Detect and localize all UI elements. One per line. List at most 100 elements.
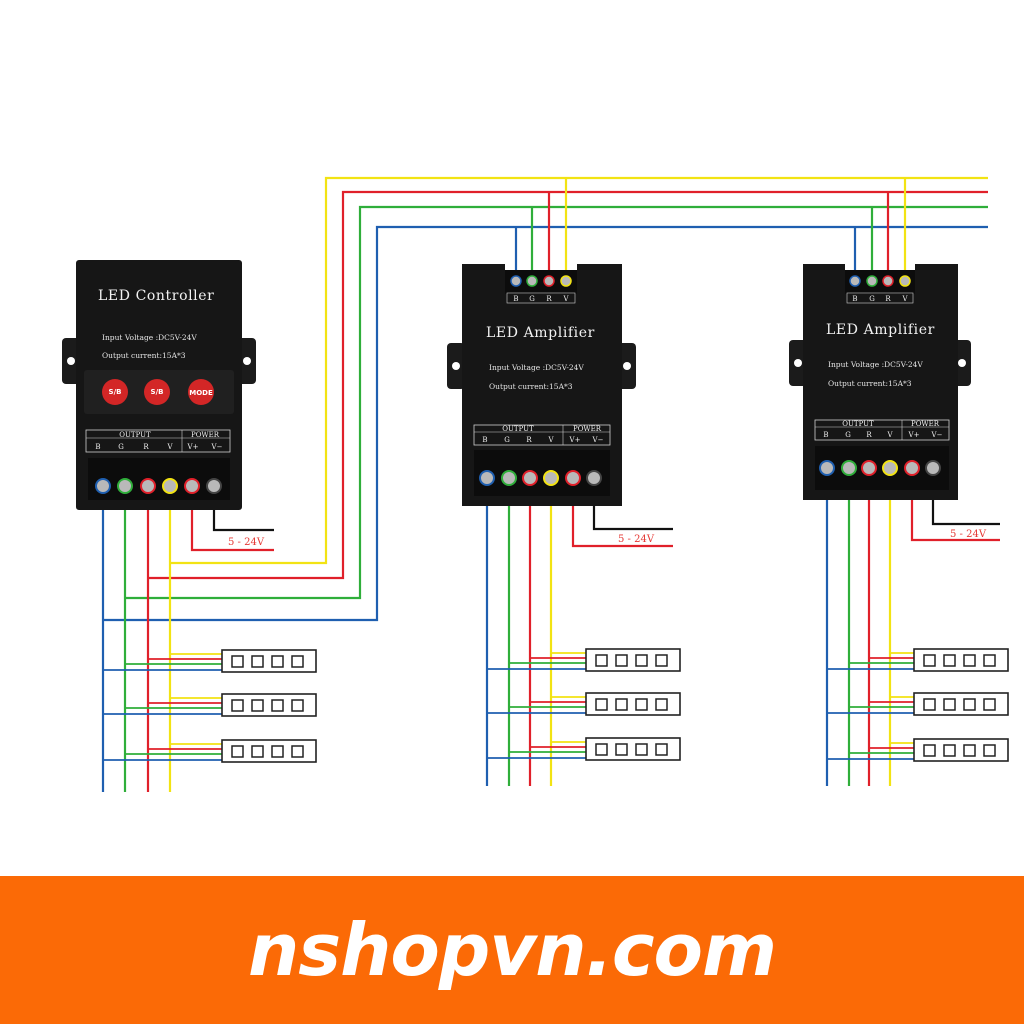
led-chip <box>923 698 936 711</box>
screw-terminal <box>162 478 178 494</box>
led-chip <box>655 654 668 667</box>
screw-terminal <box>117 478 133 494</box>
terminal-label-vplus: V+ <box>187 443 199 451</box>
led-controller: LED Controller Input Voltage :DC5V-24V O… <box>62 260 265 548</box>
led-chip <box>635 654 648 667</box>
led-chip <box>231 655 244 668</box>
screw-terminal <box>560 275 572 287</box>
led-chip <box>271 655 284 668</box>
screw-terminal <box>140 478 156 494</box>
sb-minus-button[interactable] <box>102 379 128 405</box>
terminal-label-b: B <box>95 443 100 451</box>
led-chip <box>943 744 956 757</box>
input-label-b: B <box>513 295 518 303</box>
input-voltage-label: Input Voltage :DC5V-24V <box>102 333 197 342</box>
terminal-label-vminus: V− <box>931 431 943 439</box>
led-chip <box>635 698 648 711</box>
terminal-label-r: R <box>866 431 872 439</box>
input-label-b: B <box>852 295 857 303</box>
output-header: OUTPUT <box>842 420 874 428</box>
sb-minus-button-label: S/B <box>109 388 122 396</box>
power-wire-vplus <box>190 494 274 552</box>
led-strip <box>221 693 317 717</box>
screw-terminal <box>849 275 861 287</box>
led-amplifier-2: B G R V LED Amplifier Input Voltage :DC5… <box>789 264 987 540</box>
led-chip <box>943 654 956 667</box>
led-chip <box>923 744 936 757</box>
input-label-g: G <box>869 295 875 303</box>
led-chip <box>291 699 304 712</box>
screw-terminal <box>522 470 538 486</box>
terminal-label-g: G <box>118 443 124 451</box>
led-chip <box>595 654 608 667</box>
input-label-box <box>506 292 576 304</box>
led-amplifier-1: B G R V LED Amplifier Input Voltage :DC5… <box>447 264 655 545</box>
input-label-r: R <box>885 295 891 303</box>
mount-hole <box>67 357 75 365</box>
screw-terminal <box>184 478 200 494</box>
output-header: OUTPUT <box>119 431 151 439</box>
device-title: LED Amplifier <box>826 322 935 338</box>
terminal-label-r: R <box>143 443 149 451</box>
input-label-r: R <box>546 295 552 303</box>
wires-layer <box>101 176 1000 792</box>
led-chip <box>615 743 628 756</box>
bus-wire-yellow <box>170 176 988 565</box>
screw-terminal <box>861 460 877 476</box>
amplifier-body <box>803 264 958 500</box>
screw-terminal <box>526 275 538 287</box>
brand-banner: nshopvn.com <box>0 876 1024 1024</box>
bus-wire-green <box>125 205 988 600</box>
input-label-box <box>846 292 914 304</box>
mode-button-label: MODE <box>189 389 213 397</box>
screw-terminal <box>819 460 835 476</box>
led-strip <box>221 739 317 763</box>
sb-plus-button[interactable] <box>144 379 170 405</box>
screw-terminal <box>925 460 941 476</box>
screw-terminal <box>899 275 911 287</box>
terminal-label-g: G <box>845 431 851 439</box>
mode-button[interactable] <box>188 379 214 405</box>
output-current-label: Output current:15A*3 <box>489 382 573 391</box>
led-chip <box>923 654 936 667</box>
screw-terminal <box>586 470 602 486</box>
terminal-label-v: V <box>547 436 554 444</box>
led-strip <box>913 692 1009 716</box>
input-voltage-label: Input Voltage :DC5V-24V <box>828 360 923 369</box>
screw-terminal <box>882 275 894 287</box>
led-chip <box>963 698 976 711</box>
led-strip <box>585 737 681 761</box>
screw-terminal <box>543 275 555 287</box>
terminal-label-vminus: V− <box>211 443 223 451</box>
led-chip <box>231 699 244 712</box>
supply-voltage-label: 5 - 24V <box>618 534 655 545</box>
terminal-label-vminus: V− <box>592 436 604 444</box>
wiring-diagram: LED Controller Input Voltage :DC5V-24V O… <box>62 176 1009 792</box>
led-chip <box>251 699 264 712</box>
mount-hole <box>243 357 251 365</box>
terminal-label-box <box>814 419 950 441</box>
power-header: POWER <box>573 425 602 433</box>
led-chip <box>271 745 284 758</box>
led-strip <box>913 738 1009 762</box>
supply-voltage-label: 5 - 24V <box>228 537 265 548</box>
output-header: OUTPUT <box>502 425 534 433</box>
led-chip <box>983 744 996 757</box>
led-chip <box>595 698 608 711</box>
led-chip <box>655 743 668 756</box>
terminal-label-vplus: V+ <box>569 436 581 444</box>
brand-logo-text: nshopvn.com <box>247 908 777 992</box>
mount-hole <box>958 359 966 367</box>
terminal-label-v: V <box>886 431 893 439</box>
led-chip <box>983 698 996 711</box>
screw-terminal <box>565 470 581 486</box>
screw-terminal <box>904 460 920 476</box>
terminal-label-v: V <box>166 443 173 451</box>
output-current-label: Output current:15A*3 <box>828 379 912 388</box>
led-chip <box>963 654 976 667</box>
input-label-g: G <box>529 295 535 303</box>
led-chip <box>231 745 244 758</box>
led-chip <box>615 698 628 711</box>
screw-terminal <box>510 275 522 287</box>
power-header: POWER <box>911 420 940 428</box>
